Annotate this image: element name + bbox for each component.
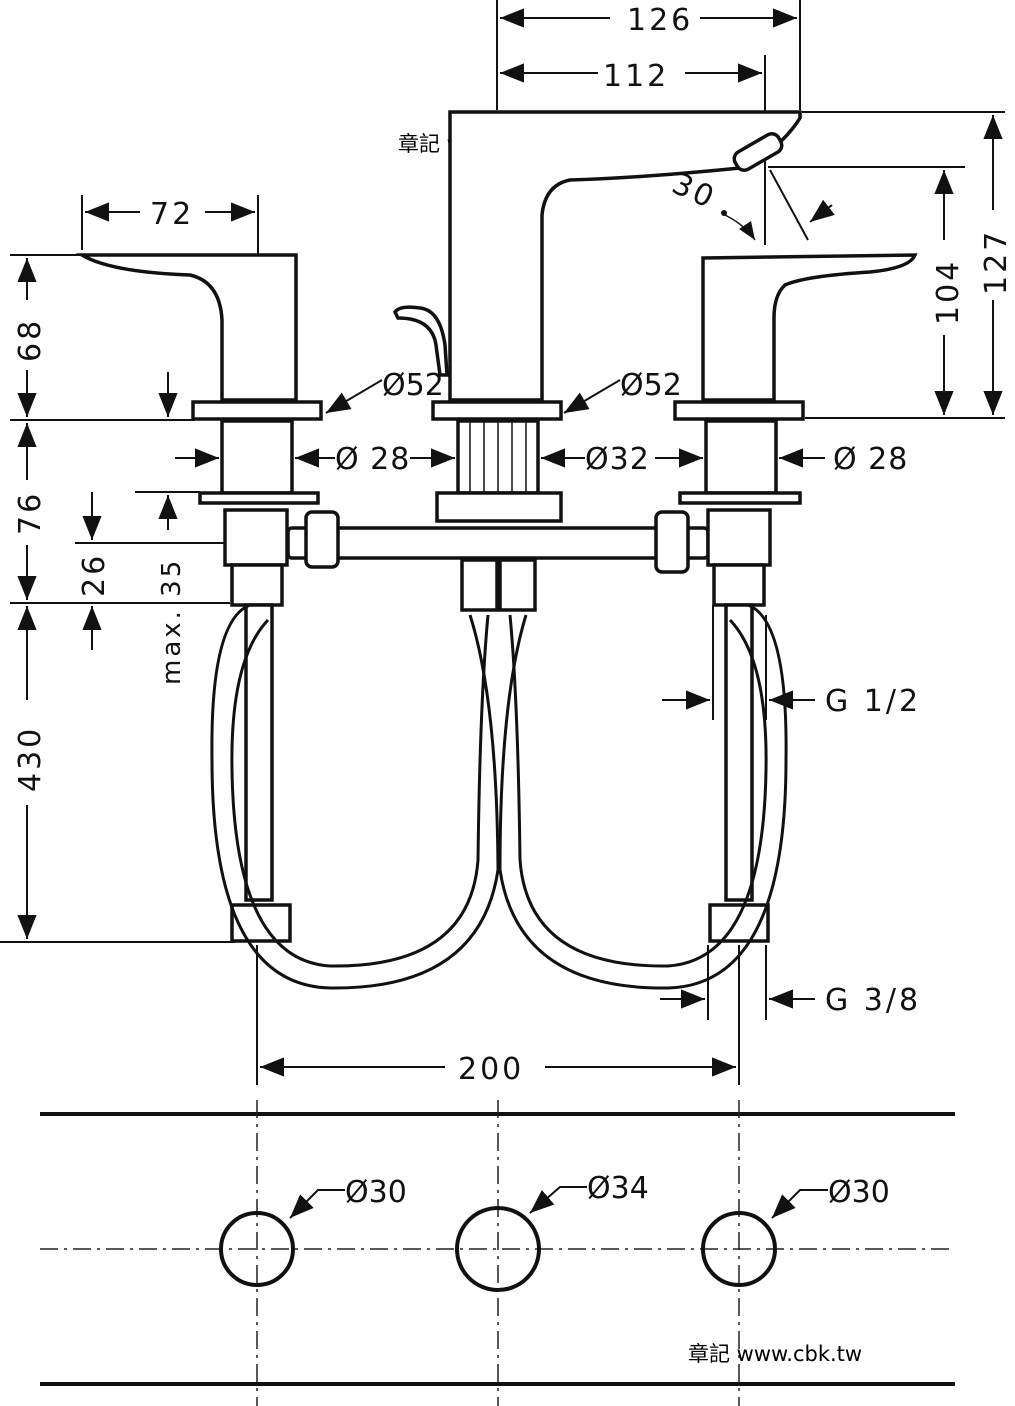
dim-26-label: 26 <box>77 553 112 597</box>
dim-430: 430 <box>0 606 235 943</box>
shank-center-label: Ø32 <box>585 442 650 477</box>
thread-top-label: G 1/2 <box>825 684 921 719</box>
rosette-center-label: Ø52 <box>620 368 682 403</box>
dim-max35-label: max. 35 <box>157 558 187 685</box>
dim-104: 104 <box>768 166 1005 419</box>
hole-center-label: Ø34 <box>587 1171 649 1206</box>
dim-shank-right: Ø 28 <box>779 442 908 477</box>
dim-127-label: 127 <box>979 229 1014 295</box>
dim-g38: G 3/8 <box>660 945 921 1020</box>
dim-76: 76 <box>10 423 230 604</box>
hole-right <box>701 1211 777 1287</box>
dim-76-label: 76 <box>13 491 48 535</box>
hole-center <box>455 1206 541 1292</box>
dim-shank-center: Ø32 <box>541 442 703 477</box>
dim-127: 127 <box>802 111 1014 415</box>
dim-rosette-left: Ø52 <box>325 368 444 414</box>
shank-right-label: Ø 28 <box>833 442 908 477</box>
hole-left-label: Ø30 <box>345 1175 407 1210</box>
dim-rosette-center: Ø52 <box>563 368 682 414</box>
dim-200-label: 200 <box>458 1052 524 1087</box>
dim-430-label: 430 <box>13 726 48 792</box>
dim-126-label: 126 <box>627 3 693 38</box>
watermark-bottom: 章記 www.cbk.tw <box>688 1342 862 1366</box>
dim-g12: G 1/2 <box>662 605 921 720</box>
shank-left-label: Ø 28 <box>335 442 410 477</box>
thread-bottom-label: G 3/8 <box>825 983 921 1018</box>
hole-left <box>219 1211 295 1287</box>
hole-right-label: Ø30 <box>828 1175 890 1210</box>
hoses <box>210 508 788 990</box>
right-handle <box>673 253 918 505</box>
dim-max35: max. 35 <box>135 372 200 685</box>
dim-72-label: 72 <box>150 197 194 232</box>
dim-112: 112 <box>500 55 766 245</box>
rosette-left-label: Ø52 <box>382 368 444 403</box>
dim-68: 68 <box>10 254 195 421</box>
dim-104-label: 104 <box>931 259 966 325</box>
dim-112-label: 112 <box>603 59 669 94</box>
dim-shank-left: Ø 28 <box>175 442 455 477</box>
left-handle <box>75 253 323 505</box>
dim-26: 26 <box>75 492 225 650</box>
dim-72: 72 <box>81 195 259 255</box>
deck-plan: Ø30 Ø34 Ø30 <box>40 1100 955 1406</box>
dim-200: 200 <box>256 945 740 1087</box>
center-shank <box>435 419 563 523</box>
dim-126: 126 <box>496 0 801 110</box>
dim-68-label: 68 <box>13 318 48 362</box>
